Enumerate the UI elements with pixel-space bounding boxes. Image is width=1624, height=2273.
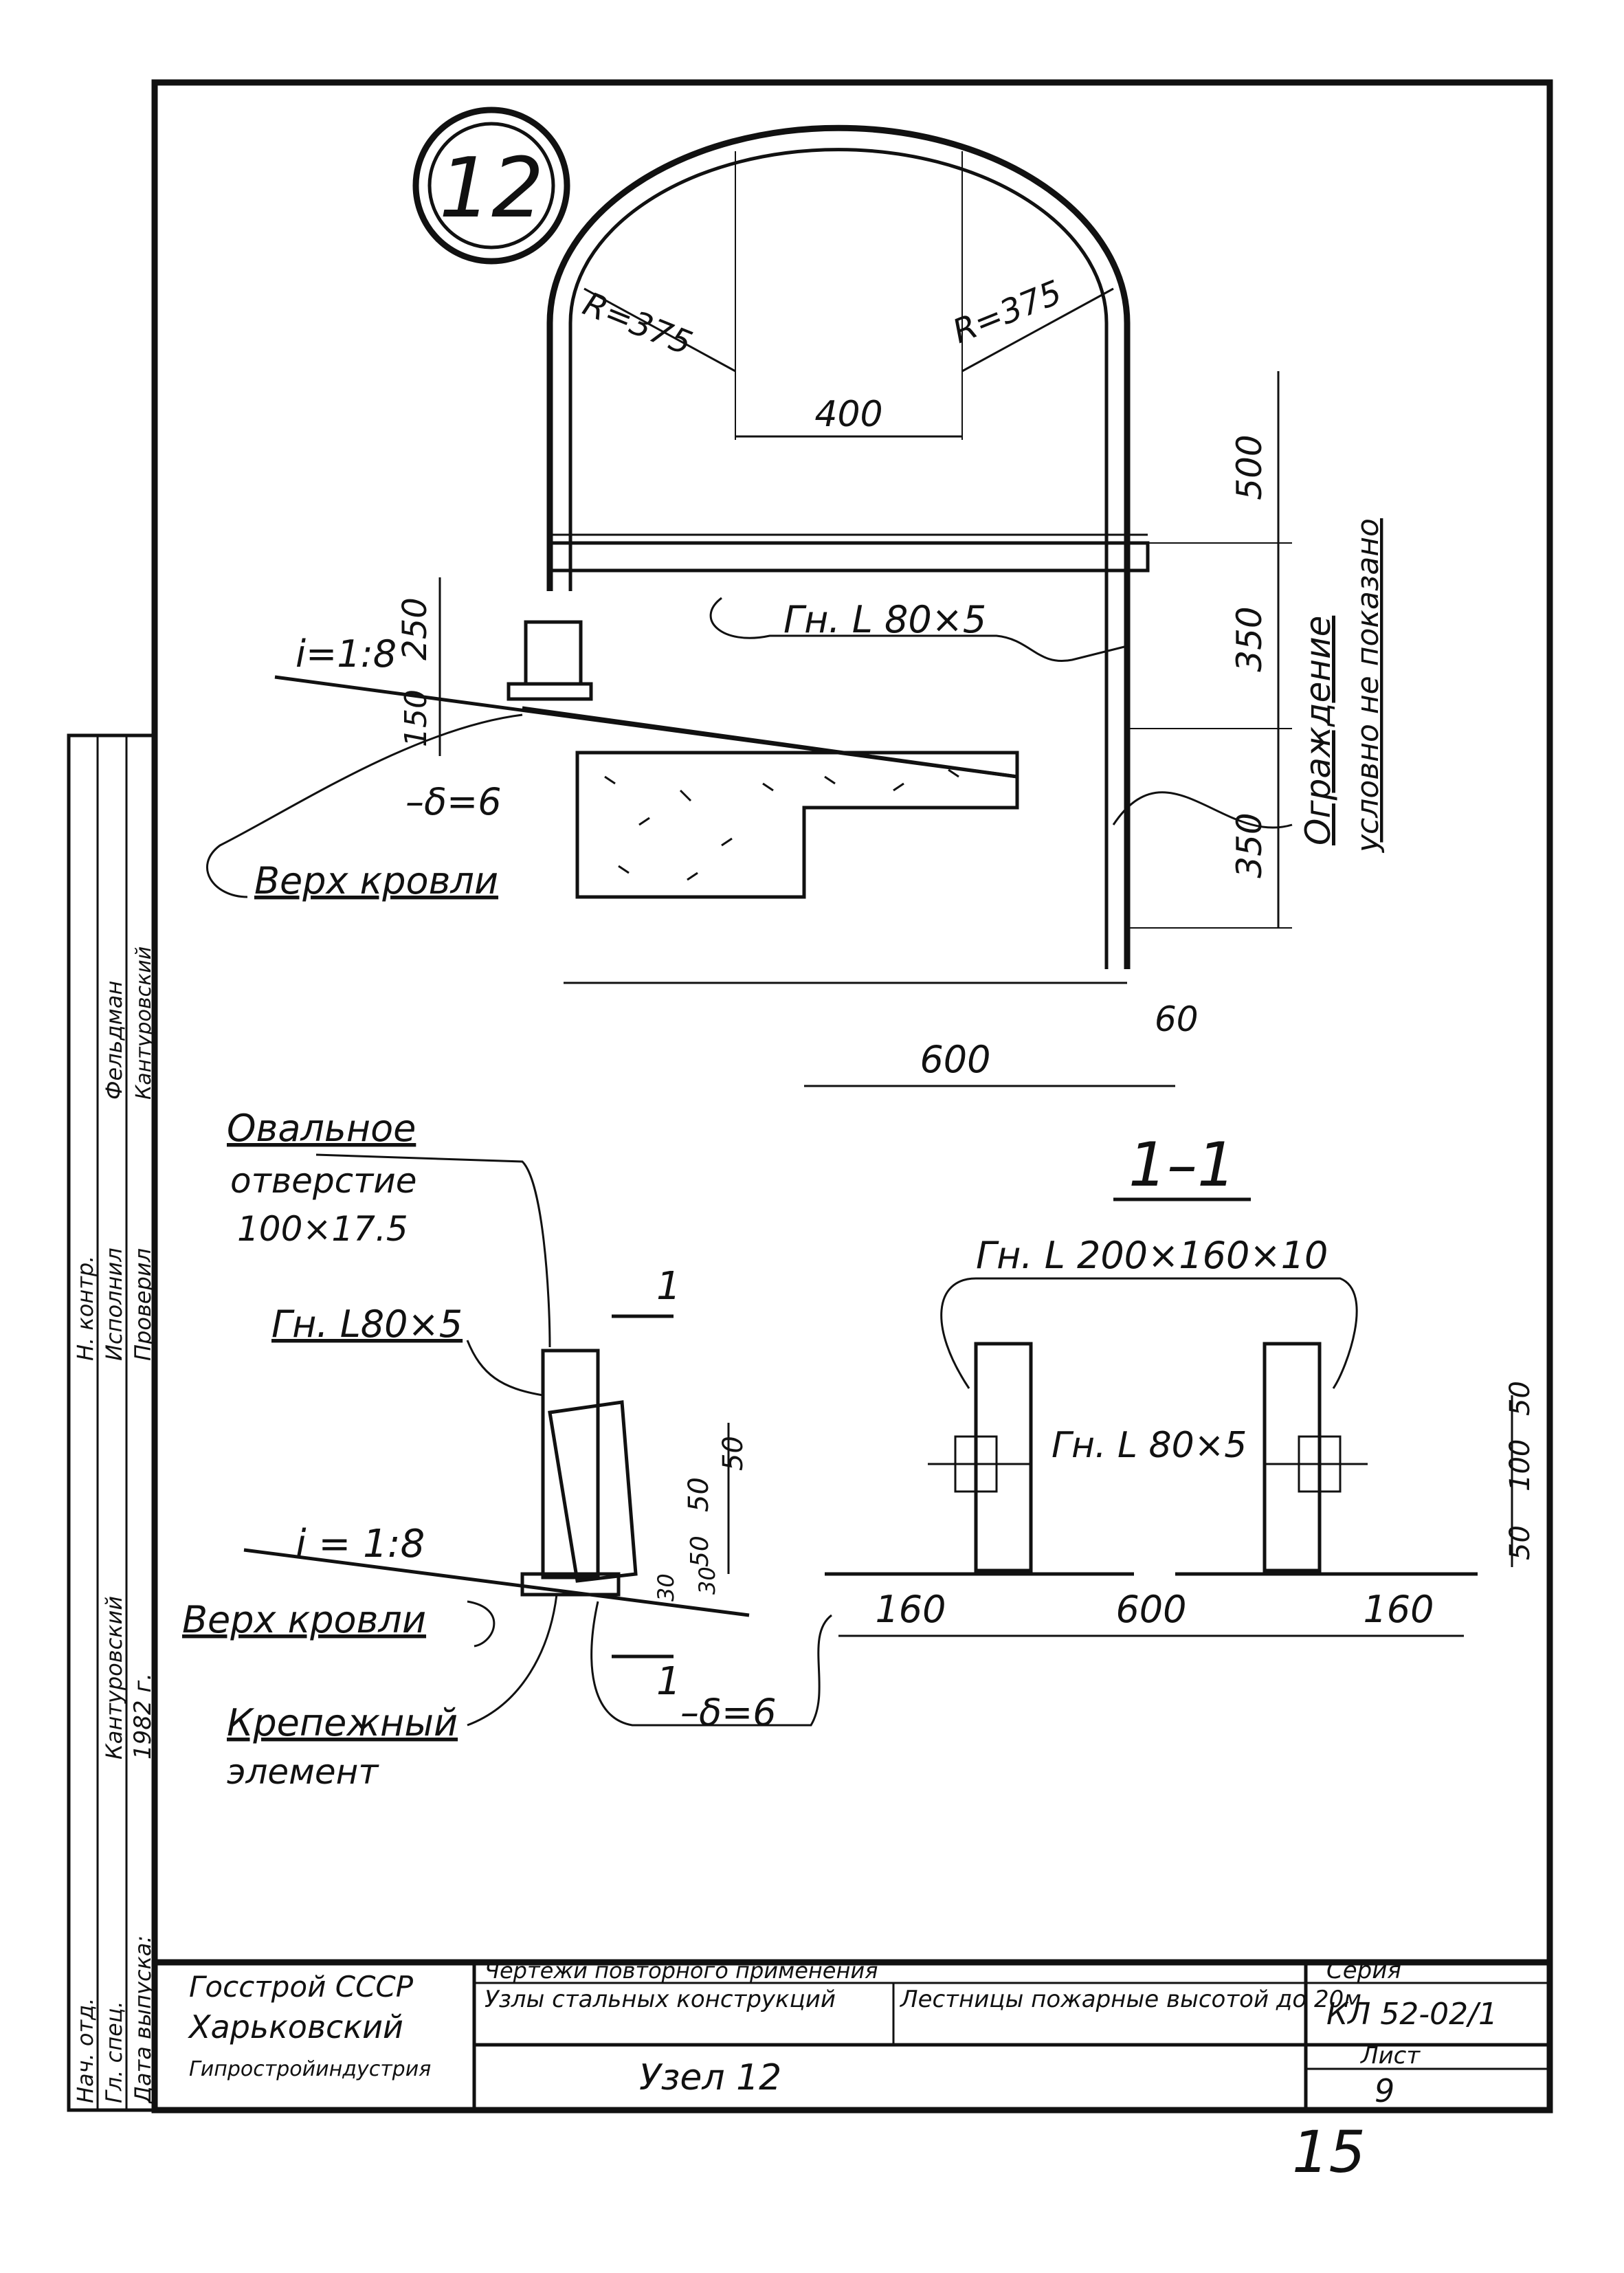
- tb-subject-1: Узлы стальных конструкций: [485, 1986, 836, 2013]
- stamp-name-1: Кантуровский: [101, 1596, 127, 1760]
- fence-leader: [1112, 791, 1293, 829]
- detail-slope-label: i = 1:8: [296, 1522, 425, 1566]
- concrete-hatch: [604, 768, 959, 881]
- roof-label: Верх кровли: [254, 859, 498, 902]
- roof-leader: [206, 713, 523, 898]
- concrete-slab: [575, 751, 1019, 899]
- detail-dim-5: 30: [694, 1566, 720, 1595]
- tb-sheet-label: Лист: [1359, 2042, 1421, 2070]
- dim-600: 600: [920, 1038, 990, 1081]
- node-marker-circle: [412, 107, 570, 265]
- fence-note-2: условно не показано: [1350, 518, 1386, 854]
- section-title: 1–1: [1128, 1129, 1236, 1200]
- slope-label: i=1:8: [296, 632, 397, 676]
- oval-label-1: Овальное: [227, 1107, 416, 1150]
- detail-angle-upright: [541, 1349, 600, 1579]
- fence-note-1: Ограждение: [1298, 616, 1338, 845]
- stamp-role-1: Нач. отд.: [72, 1998, 98, 2103]
- stamp-year: 1982 г.: [129, 1673, 157, 1760]
- section-mark-top: 1: [656, 1264, 681, 1309]
- base-plate: [507, 682, 593, 701]
- section-view: 1–1 Гн. L 200×160×10 Гн. L 80×5 160 600 …: [825, 1129, 1536, 1637]
- roof-slope-lower: [522, 706, 1018, 779]
- stamp-role-2: Гл. спец.: [101, 2001, 127, 2103]
- fastener-label-1: Крепежный: [227, 1701, 458, 1744]
- detail-plate-label: –δ=6: [680, 1691, 777, 1734]
- oval-label-3: 100×17.5: [237, 1209, 408, 1249]
- fastener-leader: [467, 1594, 558, 1727]
- section-dim-right: 160: [1363, 1588, 1434, 1631]
- title-block-frame: [151, 1959, 1553, 2114]
- side-stamp: Нач. отд. Гл. спец. Дата выпуска: Кантур…: [67, 733, 157, 2112]
- small-angle-label: Гн. L 80×5: [1052, 1425, 1247, 1466]
- stamp-role-4: Н. контр.: [72, 1256, 98, 1361]
- detail-roof-leader: [467, 1600, 496, 1648]
- tb-header: Чертежи повторного применения: [485, 1958, 878, 1984]
- sheet-frame: [151, 79, 1553, 2114]
- org-line-3: Гипростройиндустрия: [189, 2057, 431, 2081]
- tb-subject-2: Лестницы пожарные высотой до 20м: [899, 1986, 1361, 2013]
- handrail-outer: [546, 124, 1131, 969]
- tb-sheet-name: Узел 12: [639, 2057, 781, 2098]
- plan-view: 12 R=375 R=375 400 500 350 350 Ограждени…: [206, 107, 1386, 1087]
- dim-250: 250: [396, 597, 434, 661]
- side-stamp-frame: [67, 733, 157, 2112]
- oval-label-2: отверстие: [230, 1161, 417, 1201]
- detail-dim-4: 30: [653, 1573, 679, 1601]
- plate-label: –δ=6: [405, 780, 502, 823]
- detail-angle-leader: [466, 1340, 544, 1397]
- tb-series-value: КЛ 52-02/1: [1326, 1997, 1498, 2032]
- page-number: 15: [1292, 2118, 1366, 2186]
- handrail-inner: [568, 148, 1109, 969]
- radius-right-label: R=375: [948, 273, 1067, 351]
- dim-400: 400: [814, 394, 882, 435]
- org-line-1: Госстрой СССР: [189, 1970, 414, 2004]
- node-marker-label: 12: [439, 141, 544, 236]
- big-angle-label: Гн. L 200×160×10: [976, 1234, 1328, 1277]
- org-line-2: Харьковский: [188, 2008, 403, 2045]
- detail-plate-leader: [590, 1601, 832, 1727]
- section-dim-v1: 50: [1504, 1381, 1536, 1416]
- detail-dim-1: 50: [683, 1477, 715, 1512]
- angle-leader: [709, 597, 1128, 663]
- stamp-name-2: Фельдман: [101, 981, 127, 1100]
- fastener-plate: [548, 1400, 638, 1583]
- detail-angle-label: Гн. L80×5: [271, 1302, 463, 1346]
- stamp-role-5: Исполнил: [101, 1248, 127, 1361]
- title-block: Госстрой СССР Харьковский Гипростройинду…: [151, 1957, 1553, 2114]
- detail-view: Овальное отверстие 100×17.5 Гн. L80×5 i …: [182, 1107, 832, 1792]
- section-dim-v2: 100: [1504, 1439, 1536, 1492]
- stamp-name-3: Кантуровский: [132, 946, 156, 1100]
- tb-sheet-value: 9: [1375, 2072, 1394, 2109]
- radius-left-label: R=375: [578, 285, 698, 363]
- dim-350-a: 350: [1230, 606, 1269, 672]
- dim-60: 60: [1155, 999, 1199, 1039]
- oval-leader: [315, 1153, 551, 1348]
- detail-dim-2: 50: [718, 1436, 749, 1471]
- section-angle-left: [974, 1342, 1033, 1573]
- section-dim-mid: 600: [1115, 1588, 1186, 1631]
- radius-line-right: [961, 287, 1114, 373]
- platform-bar: [548, 541, 1150, 573]
- bracket: [524, 620, 583, 686]
- detail-slope-line: [243, 1548, 750, 1617]
- detail-roof-label: Верх кровли: [182, 1598, 426, 1641]
- section-dim-left: 160: [875, 1588, 946, 1631]
- detail-dim-3: 50: [686, 1535, 714, 1567]
- dim-500: 500: [1230, 434, 1269, 500]
- section-angle-right: [1263, 1342, 1322, 1573]
- fastener-label-2: элемент: [227, 1752, 379, 1792]
- big-angle-leader: [940, 1277, 1358, 1389]
- stamp-role-6: Проверил: [130, 1248, 156, 1361]
- section-dim-v3: 50: [1504, 1525, 1536, 1560]
- tb-series-label: Серия: [1326, 1957, 1401, 1984]
- dim-350-b: 350: [1230, 812, 1269, 878]
- plan-angle-label: Гн. L 80×5: [783, 598, 986, 641]
- section-mark-bottom: 1: [656, 1659, 681, 1704]
- radius-line-left: [583, 287, 736, 373]
- node-marker-inner: [427, 122, 555, 250]
